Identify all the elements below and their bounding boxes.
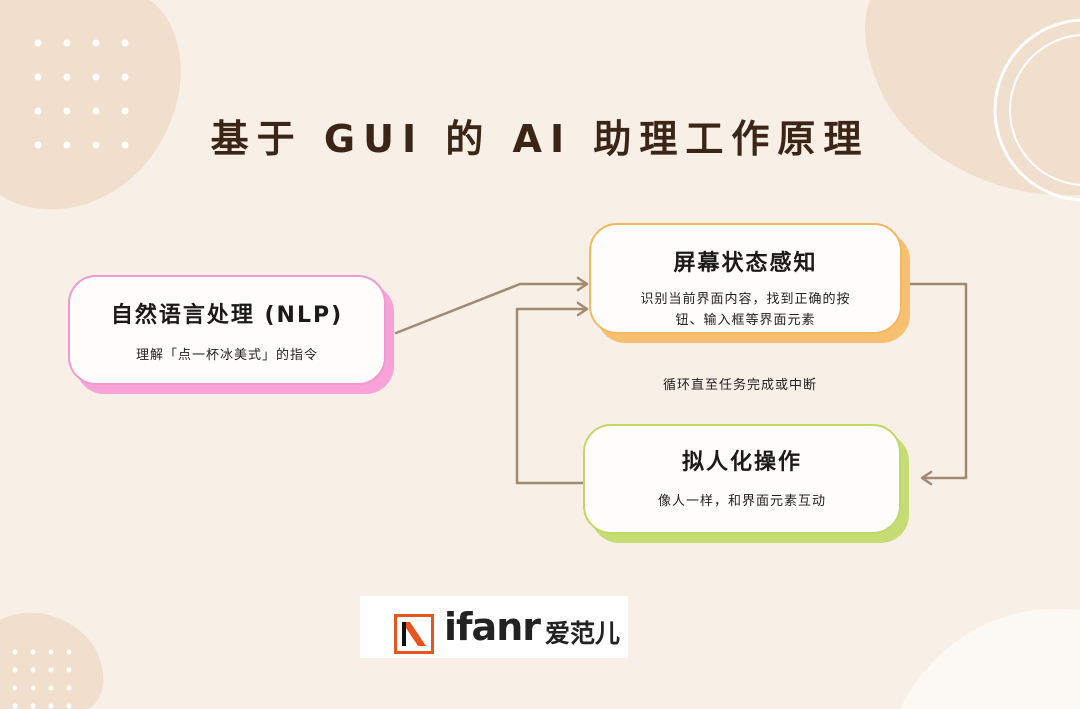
action-card-title: 拟人化操作 (681, 450, 802, 475)
blob-top-right (865, 0, 1080, 196)
logo-brand-cn-text: 爱范儿 (545, 619, 621, 648)
screen-card-desc: 识别当前界面内容，找到正确的按钮、输入框等界面元素 (640, 292, 851, 328)
screen-card-face: 屏幕状态感知 识别当前界面内容，找到正确的按钮、输入框等界面元素 (589, 223, 902, 334)
arrowhead-action (920, 470, 933, 486)
arrowheads (576, 276, 933, 486)
arrowhead-screen-top (576, 276, 589, 292)
nlp-card-desc: 理解「点一杯冰美式」的指令 (135, 348, 318, 363)
arrow-screen-to-action (905, 282, 968, 480)
nlp-card-title: 自然语言处理 (NLP) (110, 303, 344, 328)
screen-card-title: 屏幕状态感知 (673, 251, 818, 276)
nlp-card: 自然语言处理 (NLP) 理解「点一杯冰美式」的指令 (68, 275, 394, 394)
logo-brand-text: ifanr (444, 605, 541, 649)
ifanr-mark-icon (394, 614, 434, 654)
page-title: 基于 GUI 的 AI 助理工作原理 (210, 117, 870, 161)
nlp-card-face: 自然语言处理 (NLP) 理解「点一杯冰美式」的指令 (68, 275, 386, 385)
ring-top-right-2 (1009, 34, 1080, 186)
ifanr-logo: ifanr 爱范儿 (360, 596, 628, 658)
ring-top-right (993, 18, 1080, 202)
dot-grid-top-left (34, 39, 129, 149)
loop-label: 循环直至任务完成或中断 (662, 378, 817, 393)
human-like-action-card: 拟人化操作 像人一样，和界面元素互动 (583, 424, 909, 543)
action-card-face: 拟人化操作 像人一样，和界面元素互动 (583, 424, 901, 534)
connectors (394, 282, 968, 485)
arrow-nlp-to-screen (394, 282, 588, 335)
arrow-action-to-screen (515, 307, 588, 485)
blob-bottom-right (900, 608, 1080, 709)
screen-perception-card: 屏幕状态感知 识别当前界面内容，找到正确的按钮、输入框等界面元素 (589, 223, 910, 343)
arrowhead-screen-bottom (576, 301, 589, 317)
action-card-desc: 像人一样，和界面元素互动 (657, 494, 826, 509)
blob-top-left (0, 0, 181, 210)
blob-bottom-left (0, 612, 104, 709)
dot-grid-bottom-left (12, 649, 72, 709)
